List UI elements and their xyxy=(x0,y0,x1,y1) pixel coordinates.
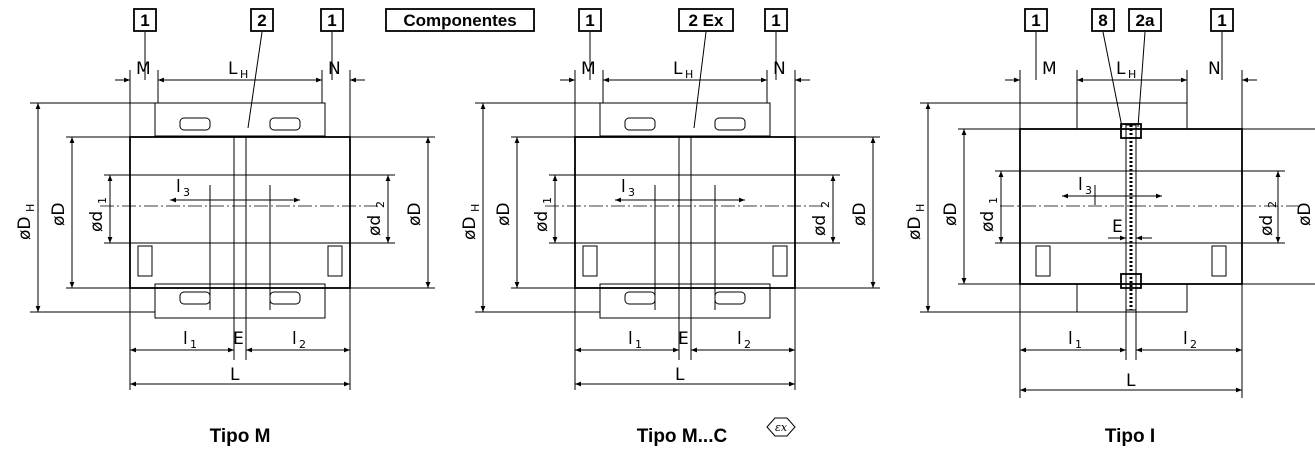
dim-l2-sub-3: 2 xyxy=(1190,338,1197,351)
dim-l3-3: l xyxy=(1078,175,1083,195)
component-label-boxes: 1 2 1 Componentes 1 2 Ex 1 1 8 2a 1 xyxy=(133,8,1234,32)
dim-l3-sub-2: 3 xyxy=(628,186,635,199)
tipo-m-drawing xyxy=(30,31,435,390)
dim-m-3: M xyxy=(1042,59,1057,79)
dim-lh-1: L xyxy=(228,59,238,79)
dim-dh-sub-1: H xyxy=(24,204,37,212)
dim-l3-sub-1: 3 xyxy=(183,186,190,199)
box-1-i-left: 1 xyxy=(1031,11,1040,30)
dim-d2-2: ød xyxy=(810,215,830,236)
box-1-m-right: 1 xyxy=(327,11,336,30)
dim-d-right-2: øD xyxy=(850,203,870,227)
dim-dh-2: øD xyxy=(460,217,480,241)
dim-n-2: N xyxy=(773,59,786,79)
dim-l-3: L xyxy=(1126,371,1136,391)
dim-d-left-3: øD xyxy=(941,203,961,227)
dim-dh-1: øD xyxy=(15,217,35,241)
tipo-mc-drawing xyxy=(475,31,880,390)
dim-d2-3: ød xyxy=(1257,215,1277,236)
dim-lh-3: L xyxy=(1116,59,1126,79)
dim-e-2: E xyxy=(678,329,689,349)
ex-atex-icon: εx xyxy=(766,417,796,437)
dim-d1-1: ød xyxy=(87,211,107,232)
dim-dh-3: øD xyxy=(905,217,925,241)
dim-l3-2: l xyxy=(621,177,626,197)
dim-e-3: E xyxy=(1112,217,1123,237)
dim-lh-sub-3: H xyxy=(1128,68,1136,81)
dim-l2-1: l xyxy=(292,329,297,349)
dim-l2-2: l xyxy=(737,329,742,349)
dim-n-1: N xyxy=(328,59,341,79)
dim-d1-sub-1: 1 xyxy=(96,197,109,204)
dim-d1-sub-2: 1 xyxy=(541,197,554,204)
dim-m-2: M xyxy=(581,59,596,79)
box-1-mc-right: 1 xyxy=(771,11,780,30)
dim-d2-sub-1: 2 xyxy=(374,201,387,208)
dim-d2-sub-3: 2 xyxy=(1266,201,1279,208)
dim-l-2: L xyxy=(675,365,685,385)
dim-d2-sub-2: 2 xyxy=(819,201,832,208)
dim-m-1: M xyxy=(136,59,151,79)
componentes-label: Componentes xyxy=(403,11,516,30)
dimension-labels: M L H N L l 1 E l 2 l 3 øD H øD ød 1 ød … xyxy=(15,59,1315,391)
box-2a-i: 2a xyxy=(1136,11,1155,30)
dim-l-1: L xyxy=(230,365,240,385)
dim-lh-sub-1: H xyxy=(240,68,248,81)
dim-d1-3: ød xyxy=(978,211,998,232)
dim-d1-2: ød xyxy=(532,211,552,232)
tipo-i-drawing xyxy=(920,31,1315,398)
box-2ex-mc: 2 Ex xyxy=(689,11,725,30)
dim-l1-1: l xyxy=(183,329,188,349)
box-1-i-right: 1 xyxy=(1217,11,1226,30)
dim-d1-sub-3: 1 xyxy=(987,197,1000,204)
box-1-mc-left: 1 xyxy=(585,11,594,30)
dim-d-right-1: øD xyxy=(405,203,425,227)
dim-d-left-2: øD xyxy=(494,203,514,227)
dim-l2-3: l xyxy=(1183,329,1188,349)
dim-d-left-1: øD xyxy=(49,203,69,227)
box-1-m-left: 1 xyxy=(140,11,149,30)
dim-l1-2: l xyxy=(628,329,633,349)
dim-l1-3: l xyxy=(1068,329,1073,349)
dim-l3-1: l xyxy=(176,177,181,197)
dim-dh-sub-2: H xyxy=(469,204,482,212)
dim-d2-1: ød xyxy=(365,215,385,236)
dim-l1-sub-1: 1 xyxy=(190,338,197,351)
dim-l1-sub-2: 1 xyxy=(635,338,642,351)
caption-tipo-m: Tipo M xyxy=(210,426,271,447)
dim-n-3: N xyxy=(1208,59,1221,79)
dim-l3-sub-3: 3 xyxy=(1085,184,1092,197)
dim-lh-sub-2: H xyxy=(685,68,693,81)
dim-lh-2: L xyxy=(673,59,683,79)
dim-l2-sub-2: 2 xyxy=(744,338,751,351)
caption-tipo-i: Tipo I xyxy=(1105,426,1155,447)
box-8-i: 8 xyxy=(1098,11,1107,30)
ex-symbol-text: εx xyxy=(775,421,788,434)
box-2-m: 2 xyxy=(257,11,266,30)
caption-tipo-mc: Tipo M...C xyxy=(637,426,728,447)
dim-d-right-3: øD xyxy=(1295,203,1315,227)
dim-e-1: E xyxy=(233,329,244,349)
dim-dh-sub-3: H xyxy=(914,204,927,212)
dim-l2-sub-1: 2 xyxy=(299,338,306,351)
dim-l1-sub-3: 1 xyxy=(1075,338,1082,351)
